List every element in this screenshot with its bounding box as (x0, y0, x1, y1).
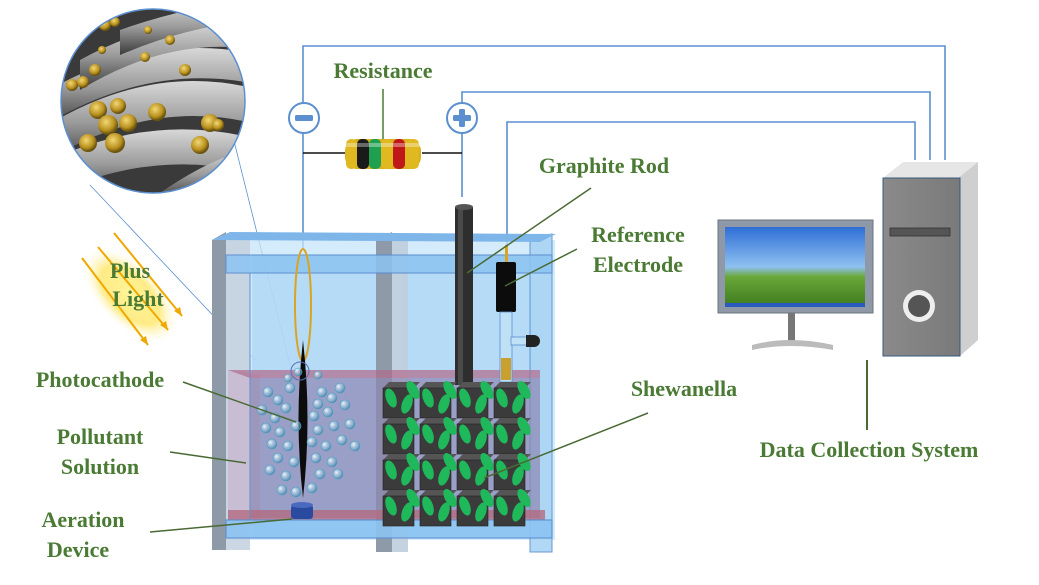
shewanella-cell (459, 496, 471, 516)
wire-cathode-to-computer (302, 45, 946, 250)
shewanella-cell (406, 488, 420, 508)
shewanella-cell (401, 466, 413, 486)
photocathode-electrode (290, 248, 312, 498)
wiring (302, 45, 946, 262)
anode-carbon-felt (382, 380, 531, 527)
shewanella-cell (406, 416, 420, 436)
shewanella-cell (475, 430, 487, 450)
shewanella-cell (443, 380, 457, 400)
shewanella-cell (512, 394, 524, 414)
shewanella-cell (480, 452, 494, 472)
shewanella-cell (443, 452, 457, 472)
reference-electrode-label-line2: Electrode (593, 252, 683, 277)
resistance-label: Resistance (334, 58, 433, 83)
reference-electrode-label-line1: Reference (591, 222, 685, 247)
shewanella-cell (459, 460, 471, 480)
shewanella-cell (438, 466, 450, 486)
light-source-icon: Plus Light (80, 232, 183, 346)
catalyst-particles (66, 17, 224, 154)
photocathode-zoom-inset (60, 8, 291, 366)
shewanella-cell (406, 452, 420, 472)
shewanella-cell (443, 488, 457, 508)
shewanella-cell (480, 488, 494, 508)
shewanella-cell (438, 430, 450, 450)
shewanella-cell (459, 424, 471, 444)
shewanella-cell (438, 502, 450, 522)
shewanella-cell (401, 430, 413, 450)
reference-electrode (496, 245, 540, 383)
shewanella-cell (480, 380, 494, 400)
shewanella-cell (438, 394, 450, 414)
shewanella-cell (401, 394, 413, 414)
shewanella-cell (496, 424, 508, 444)
wire-anode-to-computer (461, 91, 931, 197)
data-collection-system-label: Data Collection System (760, 437, 979, 462)
shewanella-cell (385, 388, 397, 408)
shewanella-cell (385, 496, 397, 516)
wire-reference-to-computer (506, 121, 916, 262)
shewanella-cell (475, 502, 487, 522)
shewanella-cell (401, 502, 413, 522)
aeration-device-label-line2: Device (47, 537, 110, 562)
shewanella-cell (512, 466, 524, 486)
shewanella-cell (422, 388, 434, 408)
resistor-icon (345, 89, 421, 169)
positive-terminal-icon (446, 102, 478, 134)
shewanella-cell (422, 424, 434, 444)
shewanella-cell (459, 388, 471, 408)
monitor-icon (717, 219, 874, 350)
negative-terminal-icon (288, 102, 320, 134)
graphite-rod-label: Graphite Rod (539, 153, 669, 178)
shewanella-cell (496, 496, 508, 516)
shewanella-cell (512, 502, 524, 522)
shewanella-cell (517, 488, 531, 508)
shewanella-label: Shewanella (631, 376, 737, 401)
shewanella-cell (475, 466, 487, 486)
aeration-device-icon (291, 502, 313, 519)
label-leaders (149, 187, 649, 533)
shewanella-cell (496, 460, 508, 480)
aeration-device-label-line1: Aeration (41, 507, 124, 532)
shewanella-cell (385, 424, 397, 444)
graphite-rod (455, 204, 473, 385)
shewanella-cell (480, 416, 494, 436)
light-label-line1: Plus (110, 258, 151, 283)
pollutant-solution-label-line1: Pollutant (57, 424, 144, 449)
shewanella-cell (517, 380, 531, 400)
pollutant-solution-label-line2: Solution (61, 454, 139, 479)
computer-tower-icon (882, 162, 978, 357)
shewanella-cell (517, 416, 531, 436)
shewanella-cell (443, 416, 457, 436)
shewanella-cell (422, 460, 434, 480)
shewanella-cell (406, 380, 420, 400)
shewanella-cell (385, 460, 397, 480)
light-label-line2: Light (112, 286, 164, 311)
shewanella-cell (475, 394, 487, 414)
photocathode-label: Photocathode (36, 367, 165, 392)
shewanella-cell (422, 496, 434, 516)
shewanella-cell (512, 430, 524, 450)
shewanella-cell (496, 388, 508, 408)
